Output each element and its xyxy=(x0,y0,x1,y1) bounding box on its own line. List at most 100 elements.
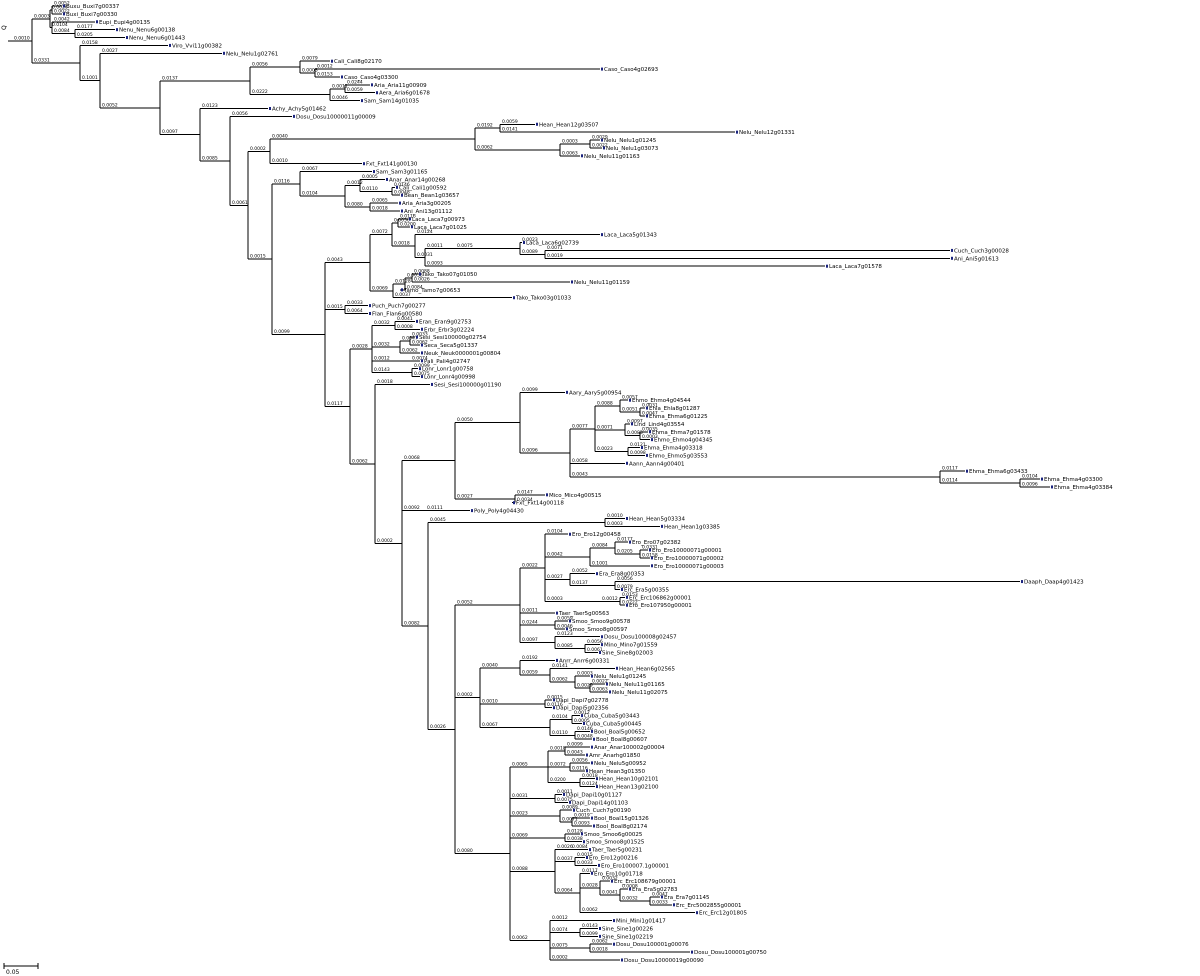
branch-length-label: 0.0072 xyxy=(550,761,566,767)
branch-length-label: 0.0002 xyxy=(552,955,568,961)
branch-length-label: 0.0080 xyxy=(347,202,363,208)
leaf-label: Laca_Laca7g01578 xyxy=(829,264,882,270)
branch-length-label: 0.0097 xyxy=(162,129,178,135)
tip-marker xyxy=(581,154,583,158)
leaf-label: Amr_Anarhg01850 xyxy=(589,753,641,759)
tip-marker xyxy=(421,375,423,379)
tip-marker xyxy=(599,651,601,655)
branch-length-label: 0.0027 xyxy=(102,48,118,54)
tip-marker xyxy=(421,351,423,355)
branch-length-label: 0.0043 xyxy=(567,750,583,756)
branch-length-label: 0.0088 xyxy=(414,269,430,275)
tip-marker xyxy=(553,706,555,710)
branch-length-label: 0.0012 xyxy=(574,710,590,716)
tip-marker xyxy=(369,304,371,308)
tip-marker xyxy=(626,461,628,465)
tip-marker xyxy=(293,114,295,118)
leaf-label: Sam_Sam14g01035 xyxy=(364,99,420,105)
branch-length-label: 0.0071 xyxy=(562,817,578,823)
leaf-label: Smoo_Smoo8g01525 xyxy=(586,840,645,846)
leaf-label: Bool_Boal15g01326 xyxy=(594,816,649,822)
branch-length-label: 0.0077 xyxy=(572,423,588,429)
branch-length-label: 0.0124 xyxy=(417,229,433,235)
leaf-label: Nenu_Nenu6g01443 xyxy=(129,36,186,42)
branch-length-label: 0.0200 xyxy=(550,777,566,783)
branch-length-label: 0.0011 xyxy=(332,83,348,89)
leaf-label: Anrr_Anrr6g00331 xyxy=(559,658,610,664)
branch-length-label: 0.0096 xyxy=(1022,481,1038,487)
branch-length-label: 0.0084 xyxy=(54,28,70,34)
branch-length-label: 0.0047 xyxy=(642,410,658,416)
tip-marker xyxy=(571,280,573,284)
leaf-label: Lonr_Lonr1g00758 xyxy=(422,367,474,373)
branch-length-label: 0.0023 xyxy=(597,446,613,452)
branch-length-label: 0.0099 xyxy=(414,363,430,369)
branch-length-label: 0.0085 xyxy=(202,155,218,161)
tip-marker xyxy=(1041,477,1043,481)
leaf-label: Taer_Taer5g00231 xyxy=(591,848,642,854)
branch-length-label: 0.0003 xyxy=(302,68,318,74)
tip-marker xyxy=(569,619,571,623)
branch-length-label: 0.0018 xyxy=(372,205,388,211)
tip-marker xyxy=(396,185,398,189)
branch-length-label: 0.0146 xyxy=(577,726,593,732)
leaf-label: Cuch_Cuch7g00190 xyxy=(576,808,631,814)
branch-length-label: 0.0222 xyxy=(252,89,268,95)
leaf-label: Dosu_Dosu100001g00750 xyxy=(694,950,767,956)
branch-length-label: 0.0010 xyxy=(272,158,288,164)
branch-length-label: 0.0052 xyxy=(54,1,70,7)
leaf-label: Sine_Sine8g02003 xyxy=(602,651,654,657)
tip-marker xyxy=(606,682,608,686)
tip-marker xyxy=(591,745,593,749)
branch-length-label: 0.0042 xyxy=(547,551,563,557)
leaf-label: Tamo_Tamo7g00653 xyxy=(403,288,461,294)
branch-length-label: 0.0116 xyxy=(547,702,563,708)
branch-length-label: 0.0088 xyxy=(512,866,528,872)
branch-length-label: 0.0158 xyxy=(82,40,98,46)
tip-marker xyxy=(401,209,403,213)
branch-length-label: 0.0026 xyxy=(52,4,68,10)
tip-marker xyxy=(421,343,423,347)
branch-length-label: 0.0057 xyxy=(622,395,638,401)
branch-length-label: 0.0116 xyxy=(572,765,588,771)
tip-marker xyxy=(371,83,373,87)
leaf-label: Buxu_Buxi7g00337 xyxy=(66,4,120,10)
leaf-label: Erbr_Erbr3g02224 xyxy=(424,327,475,333)
branch-length-label: 0.0063 xyxy=(592,686,608,692)
leaf-label: Sine_Sine1g02219 xyxy=(602,934,654,940)
leaf-label: Hean_Hean5g03334 xyxy=(629,516,685,522)
tip-marker xyxy=(736,130,738,134)
branch-length-label: 0.0099 xyxy=(582,931,598,937)
leaf-label: Cuba_Cuba5g03443 xyxy=(584,714,640,720)
branch-length-label: 0.0002 xyxy=(457,692,473,698)
branch-length-label: 0.0038 xyxy=(407,273,423,279)
branch-length-label: 0.0079 xyxy=(617,584,633,590)
leaf-label: Erc_Erc5002855g00001 xyxy=(676,903,742,909)
branch-length-label: 0.0018 xyxy=(394,240,410,246)
tip-marker xyxy=(601,233,603,237)
branch-length-label: 0.0028 xyxy=(582,883,598,889)
tip-marker xyxy=(536,122,538,126)
branch-length-label: 0.0082 xyxy=(404,620,420,626)
tip-marker xyxy=(1051,485,1053,489)
leaf-label: Ehma_Ehma4g03318 xyxy=(644,446,703,452)
tip-marker xyxy=(631,422,633,426)
tip-marker xyxy=(556,658,558,662)
tip-marker xyxy=(116,28,118,32)
tip-marker xyxy=(363,162,365,166)
tip-marker xyxy=(471,509,473,513)
branch-length-label: 0.0071 xyxy=(547,245,563,251)
branch-length-label: 0.0003 xyxy=(642,434,658,440)
leaf-label: Cali_Cali1g00592 xyxy=(399,185,447,191)
branch-length-label: 0.0018 xyxy=(582,773,598,779)
branch-length-label: 0.0035 xyxy=(642,426,658,432)
leaf-label: Seca_Seca5g01337 xyxy=(424,343,478,349)
branch-length-label: 0.0192 xyxy=(477,123,493,129)
tip-marker xyxy=(586,856,588,860)
leaf-label: Nenu_Nenu6g00138 xyxy=(119,28,176,34)
tip-marker xyxy=(696,911,698,915)
leaf-label: Viro_Vvi11g00382 xyxy=(172,43,222,49)
leaf-label: Mino_Mino7g01559 xyxy=(604,643,658,649)
branch-length-label: 0.0062 xyxy=(352,458,368,464)
